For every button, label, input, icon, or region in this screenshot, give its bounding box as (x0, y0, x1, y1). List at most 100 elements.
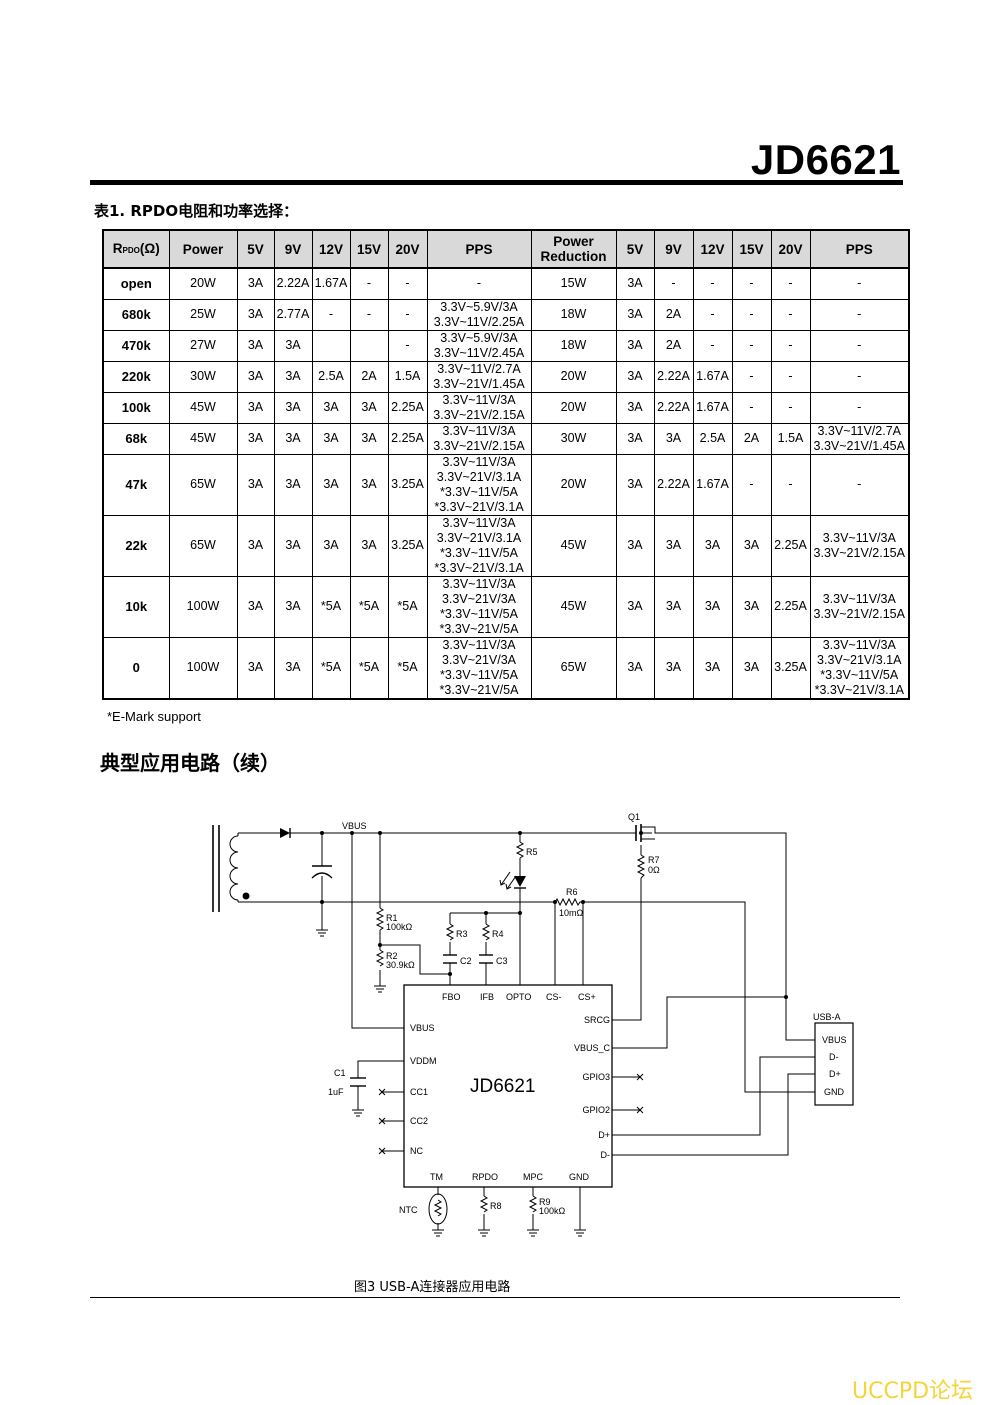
ground-icon (352, 1109, 364, 1117)
usb-pin-d-minus: D- (829, 1052, 839, 1062)
cell-v9: 2.22A (273, 267, 313, 300)
reduction-pps-cell: - (809, 360, 910, 393)
cell-power: 65W (168, 514, 238, 577)
cell-reduction-r5: 3A (615, 267, 655, 300)
cell-power: 25W (168, 298, 238, 331)
pps-line: 3.3V~21V/3A (441, 591, 517, 606)
c3-label: C3 (496, 956, 508, 966)
header-reduction-20v: 20V (770, 229, 811, 269)
cell-reduction-r15: 3A (731, 575, 772, 638)
rpdo-value-cell: 100k (102, 391, 170, 424)
cell-v5: 3A (236, 514, 275, 577)
pps-line: 3.3V~21V/1.45A (813, 438, 905, 453)
pps-line: *3.3V~11V/5A (820, 667, 899, 682)
cell-v20: 3.25A (387, 514, 428, 577)
cell-v9: 3A (273, 360, 313, 393)
cell-reduction-r9: 2A (653, 329, 694, 362)
pin-gnd: GND (569, 1172, 590, 1182)
pin-gpio2: GPIO2 (582, 1105, 610, 1115)
r6-label: R6 (566, 887, 578, 897)
cell-v5: 3A (236, 575, 275, 638)
cell-power-reduction: 20W (530, 360, 617, 393)
rpdo-value-cell: 10k (102, 575, 170, 638)
cell-power-reduction: 20W (530, 453, 617, 516)
reduction-pps-cell: - (809, 453, 910, 516)
table-header-row: RPDO(Ω) Power 5V 9V 12V 15V 20V PPS Powe… (102, 229, 910, 269)
pin-srcg: SRCG (584, 1015, 610, 1025)
cell-v20: - (387, 267, 428, 300)
pps-line: 3.3V~5.9V/3A (440, 299, 518, 314)
pps-line: *3.3V~21V/3.1A (814, 682, 904, 697)
pin-vbus-c: VBUS_C (574, 1043, 611, 1053)
pps-line: 3.3V~5.9V/3A (440, 330, 518, 345)
cell-v12: 3A (311, 453, 351, 516)
usb-pin-d-plus: D+ (829, 1069, 841, 1079)
cell-reduction-r5: 3A (615, 636, 655, 699)
no-connect-marks (378, 1073, 644, 1155)
r4-label: R4 (492, 929, 504, 939)
cell-reduction-r12: 1.67A (692, 391, 733, 424)
pps-line: 3.3V~11V/3A (442, 454, 516, 469)
cell-v5: 3A (236, 391, 275, 424)
r8-resistor-icon (479, 1195, 489, 1213)
pps-line: *3.3V~11V/5A (440, 484, 518, 499)
cell-v20: 3.25A (387, 453, 428, 516)
ground-icon (374, 985, 386, 993)
cell-reduction-r5: 3A (615, 391, 655, 424)
cell-power: 45W (168, 422, 238, 455)
watermark: UCCPD论坛 (852, 1379, 974, 1404)
pps-line: - (857, 338, 862, 352)
pps-line: 3.3V~11V/2.7A (437, 361, 521, 376)
rpdo-value-cell: 0 (102, 636, 170, 699)
pps-line: 3.3V~11V/3A (442, 576, 516, 591)
pps-line: *3.3V~11V/5A (440, 667, 518, 682)
cell-reduction-r15: 2A (731, 422, 772, 455)
figure-caption: 图3 USB-A连接器应用电路 (354, 1280, 511, 1295)
optocoupler-led-icon (514, 876, 526, 887)
cell-v9: 3A (273, 575, 313, 638)
ground-icon (478, 1229, 490, 1237)
pin-cs-plus: CS+ (578, 992, 596, 1002)
cell-reduction-r9: 2.22A (653, 360, 694, 393)
section-title: 典型应用电路（续） (100, 751, 280, 775)
pps-line: *3.3V~21V/3.1A (434, 560, 524, 575)
cell-reduction-r5: 3A (615, 422, 655, 455)
r1-label: R1 (386, 913, 398, 923)
q1-label: Q1 (628, 812, 640, 822)
cell-power-reduction: 18W (530, 329, 617, 362)
cell-power: 100W (168, 636, 238, 699)
schematic-labels: VBUS Q1 R5 R7 0Ω R6 10mΩ R1 100kΩ R2 30.… (328, 812, 847, 1216)
light-arrows-icon (499, 871, 517, 890)
r9-value: 100kΩ (539, 1206, 566, 1216)
header-pps: PPS (426, 229, 532, 269)
cell-v20: 2.25A (387, 391, 428, 424)
r8-label: R8 (490, 1201, 502, 1211)
c2-label: C2 (460, 956, 472, 966)
pps-line: 3.3V~21V/2.15A (433, 438, 525, 453)
vbus-net-label: VBUS (342, 821, 367, 831)
cell-reduction-r15: 3A (731, 514, 772, 577)
r2-resistor-icon (375, 949, 385, 967)
pps-line: 3.3V~11V/3A (442, 637, 516, 652)
cell-v5: 3A (236, 267, 275, 300)
reduction-pps-cell: - (809, 391, 910, 424)
pps-line: 3.3V~11V/2.7A (817, 423, 901, 438)
cell-reduction-r20: 1.5A (770, 422, 811, 455)
ground-icon (316, 929, 328, 937)
r2-value: 30.9kΩ (386, 960, 415, 970)
cell-v9: 3A (273, 514, 313, 577)
pin-tm: TM (430, 1172, 443, 1182)
pps-line: *3.3V~21V/5A (439, 621, 519, 636)
rpdo-value-cell: 47k (102, 453, 170, 516)
header-rule (90, 180, 903, 185)
ground-icon (432, 1229, 444, 1237)
